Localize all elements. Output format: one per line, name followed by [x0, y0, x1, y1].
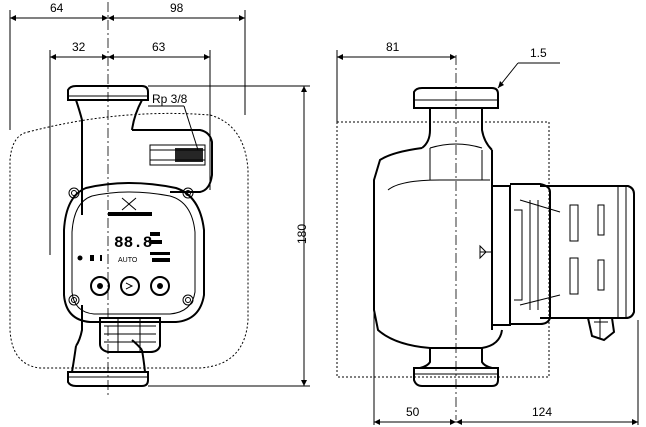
screw-bottom-left: [68, 294, 80, 306]
front-envelope-outline: [9, 112, 249, 369]
dim-side-width: 81: [386, 40, 400, 54]
led-1: [77, 255, 83, 261]
button-middle[interactable]: [120, 276, 140, 296]
side-view: [336, 55, 635, 420]
dim-top-left: 64: [50, 1, 64, 15]
display-digits: 88.8: [114, 234, 152, 252]
cable-gland: [586, 317, 616, 342]
pump-body: [373, 147, 503, 349]
dim-top-right: 98: [170, 1, 184, 15]
dim-thickness: 1.5: [530, 46, 547, 60]
screw-top-right: [182, 187, 194, 199]
thread-label: Rp 3/8: [152, 92, 188, 106]
dim-bottom-left: 50: [406, 405, 420, 419]
display-mode-text: AUTO: [118, 257, 138, 264]
button-left[interactable]: [90, 276, 110, 296]
side-envelope-outline: [336, 121, 550, 378]
thread-boss: [132, 129, 213, 193]
flow-arrow-icon: [479, 244, 492, 260]
dim-height: 180: [295, 224, 309, 244]
screw-top-left: [68, 187, 80, 199]
front-dimensions: 64 98 32 63 Rp 3/8 180: [9, 1, 310, 387]
led-2: [90, 255, 94, 261]
side-dimensions: 81 1.5 50 124: [336, 40, 639, 425]
dim-inner-right: 63: [152, 40, 166, 54]
dim-inner-left: 32: [72, 40, 86, 54]
button-right[interactable]: [150, 276, 170, 296]
bottom-flange: [67, 371, 149, 387]
control-box-housing: [63, 182, 205, 323]
top-flange: [67, 85, 149, 101]
dim-bottom-right: 124: [532, 405, 552, 419]
cable-terminal: [99, 317, 161, 353]
brand-logo-icon: [108, 197, 152, 216]
led-3: [100, 255, 102, 261]
screw-bottom-right: [182, 294, 194, 306]
front-view: 88.8 AUTO: [9, 2, 249, 395]
